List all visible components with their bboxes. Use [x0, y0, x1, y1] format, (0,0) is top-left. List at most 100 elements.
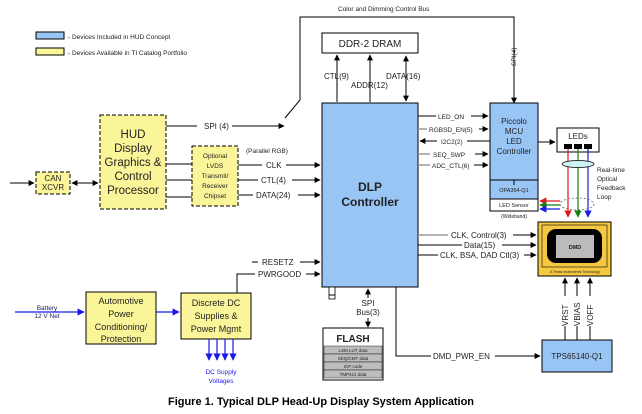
feedback-sampling-ellipse — [559, 197, 595, 211]
pwrgood-label: PWRGOOD — [258, 270, 301, 279]
can-xcvr-block — [35, 171, 71, 195]
parallel-rgb-label: (Parallel RGB) — [246, 148, 288, 155]
hud-processor-label-5: Processor — [107, 185, 159, 197]
dc-label-2: Supplies & — [194, 311, 237, 321]
ctl4-label: CTL(4) — [261, 176, 286, 185]
led-blue-icon — [584, 144, 592, 149]
color-dimming-bus-label: Color and Dimming Control Bus — [338, 6, 430, 13]
auto-power-label-2: Power — [108, 309, 134, 319]
auto-power-label-4: Protection — [101, 334, 142, 344]
hud-processor-label-2: Display — [114, 143, 152, 155]
connector-stub-icon — [328, 286, 336, 300]
clk-control-label: CLK, Control(3) — [451, 231, 507, 240]
piccolo-label-4: Controller — [497, 147, 532, 156]
battery-label-1: Battery — [37, 305, 58, 312]
legend-label-included: - Devices Included in HUD Concept — [68, 34, 170, 41]
optical-loop-label-1: Real-time — [597, 167, 625, 174]
spi4-vertical-label: SPI(4) — [511, 48, 518, 66]
optical-loop-label-2: Optical — [597, 176, 618, 183]
dmd-pwr-en-line-a — [395, 287, 431, 357]
led-green-icon — [574, 144, 582, 149]
resetz-label: RESETZ — [262, 258, 294, 267]
spi4-label: SPI (4) — [204, 122, 229, 131]
tps65140-label: TPS65140-Q1 — [551, 352, 603, 361]
data16-label: DATA(16) — [386, 72, 421, 81]
flash-rows: LSM LUT data SEQ/CMT data ICP code TMP41… — [323, 345, 383, 379]
lvds-label-1: Optional — [203, 153, 228, 160]
auto-power-label-3: Conditioning/ — [95, 322, 148, 332]
automotive-power-block — [85, 291, 157, 345]
auto-power-label-1: Automotive — [98, 296, 143, 306]
lens-icon — [561, 160, 595, 168]
spi-bus-label-1: SPI — [362, 299, 375, 308]
lvds-label-5: Chipset — [204, 193, 226, 200]
color-dimming-bus-line — [284, 16, 517, 119]
dmd-footer-label: A Texas Instruments Technology — [550, 270, 600, 274]
dc-label-3: Power Mgmt — [191, 324, 242, 334]
optical-loop-label-3: Feedback — [597, 185, 626, 192]
discrete-dc-block — [180, 292, 252, 340]
spi-bus-label-2: Bus(3) — [356, 308, 380, 317]
legend-swatch-available — [35, 47, 65, 56]
piccolo-label-1: Piccolo — [501, 117, 527, 126]
lvds-chipset-block — [191, 145, 239, 207]
dmd-label: DMD — [569, 245, 582, 251]
ddr2-dram-block — [321, 32, 419, 54]
dlp-controller-label-2: Controller — [341, 195, 399, 209]
seq-swp-label: SEQ_SWP — [433, 152, 465, 159]
dmd-chip — [556, 235, 594, 258]
dlp-controller-label-1: DLP — [358, 180, 382, 194]
dmd-pwr-en-label: DMD_PWR_EN — [433, 352, 490, 361]
vbias-label: VBIAS — [573, 302, 582, 326]
led-sensor-block — [489, 198, 539, 212]
clk-label: CLK — [266, 161, 282, 170]
lvds-label-3: Transmit/ — [202, 173, 229, 180]
voff-bg — [586, 296, 594, 326]
leds-label: LEDs — [568, 132, 588, 141]
vbias-bg — [573, 296, 581, 326]
opa354-label: OPA354-Q1 — [499, 188, 529, 194]
vrst-bg — [561, 296, 569, 326]
dc-voltages-label-1: DC Supply — [205, 369, 237, 376]
dlp-controller-block — [321, 102, 419, 288]
flash-row-label: ICP code — [344, 364, 363, 369]
led-sensor-label: LED Sensor — [499, 203, 529, 209]
ddr2-dram-label: DDR-2 DRAM — [339, 39, 402, 50]
flash-row-label: LSM LUT data — [339, 348, 368, 353]
piccolo-label-2: MCU — [505, 127, 523, 136]
can-xcvr-label-2: XCVR — [42, 183, 64, 192]
led-red-icon — [564, 144, 572, 149]
i2c2-label: I2C2(2) — [441, 139, 463, 146]
can-xcvr-label-1: CAN — [45, 174, 62, 183]
rgbsd-en-label: RGBSD_EN(5) — [429, 127, 473, 134]
dmd-inner-frame — [541, 224, 608, 268]
flash-label: FLASH — [336, 334, 369, 345]
figure-caption: Figure 1. Typical DLP Head-Up Display Sy… — [168, 396, 474, 408]
lvds-label-2: LVDS — [207, 163, 224, 170]
hud-processor-block — [99, 114, 167, 210]
dc-label-1: Discrete DC — [192, 298, 241, 308]
legend-swatch-included — [35, 31, 65, 40]
legend: - Devices Included in HUD Concept - Devi… — [35, 31, 187, 57]
flash-row-label: SEQ/CMT data — [338, 356, 369, 361]
pwrgood-line-a — [236, 273, 255, 293]
voff-label: VOFF — [586, 305, 595, 326]
data15-label: Data(15) — [464, 241, 495, 250]
led-on-label: LED_ON — [438, 114, 464, 121]
clk-bsa-label: CLK, BSA, DAD Ctl(3) — [440, 251, 519, 260]
adc-ctl-label: ADC_CTL(6) — [432, 163, 470, 170]
hud-processor-label-4: Control — [114, 171, 151, 183]
lvds-label-4: Receiver — [202, 183, 228, 190]
flash-row-label: TMP411 data — [340, 372, 367, 377]
wideband-label: (Wideband) — [501, 214, 527, 220]
tps65140-block — [541, 339, 613, 373]
data24-label: DATA(24) — [256, 191, 291, 200]
ctl9-label: CTL(9) — [324, 72, 349, 81]
hud-processor-label-1: HUD — [121, 129, 146, 141]
optical-loop-label-4: Loop — [597, 194, 612, 201]
vrst-label: VRST — [561, 305, 570, 326]
addr12-label: ADDR(12) — [351, 81, 388, 90]
hud-processor-label-3: Graphics & — [105, 157, 162, 169]
battery-label-2: 12 V Net — [34, 313, 59, 320]
